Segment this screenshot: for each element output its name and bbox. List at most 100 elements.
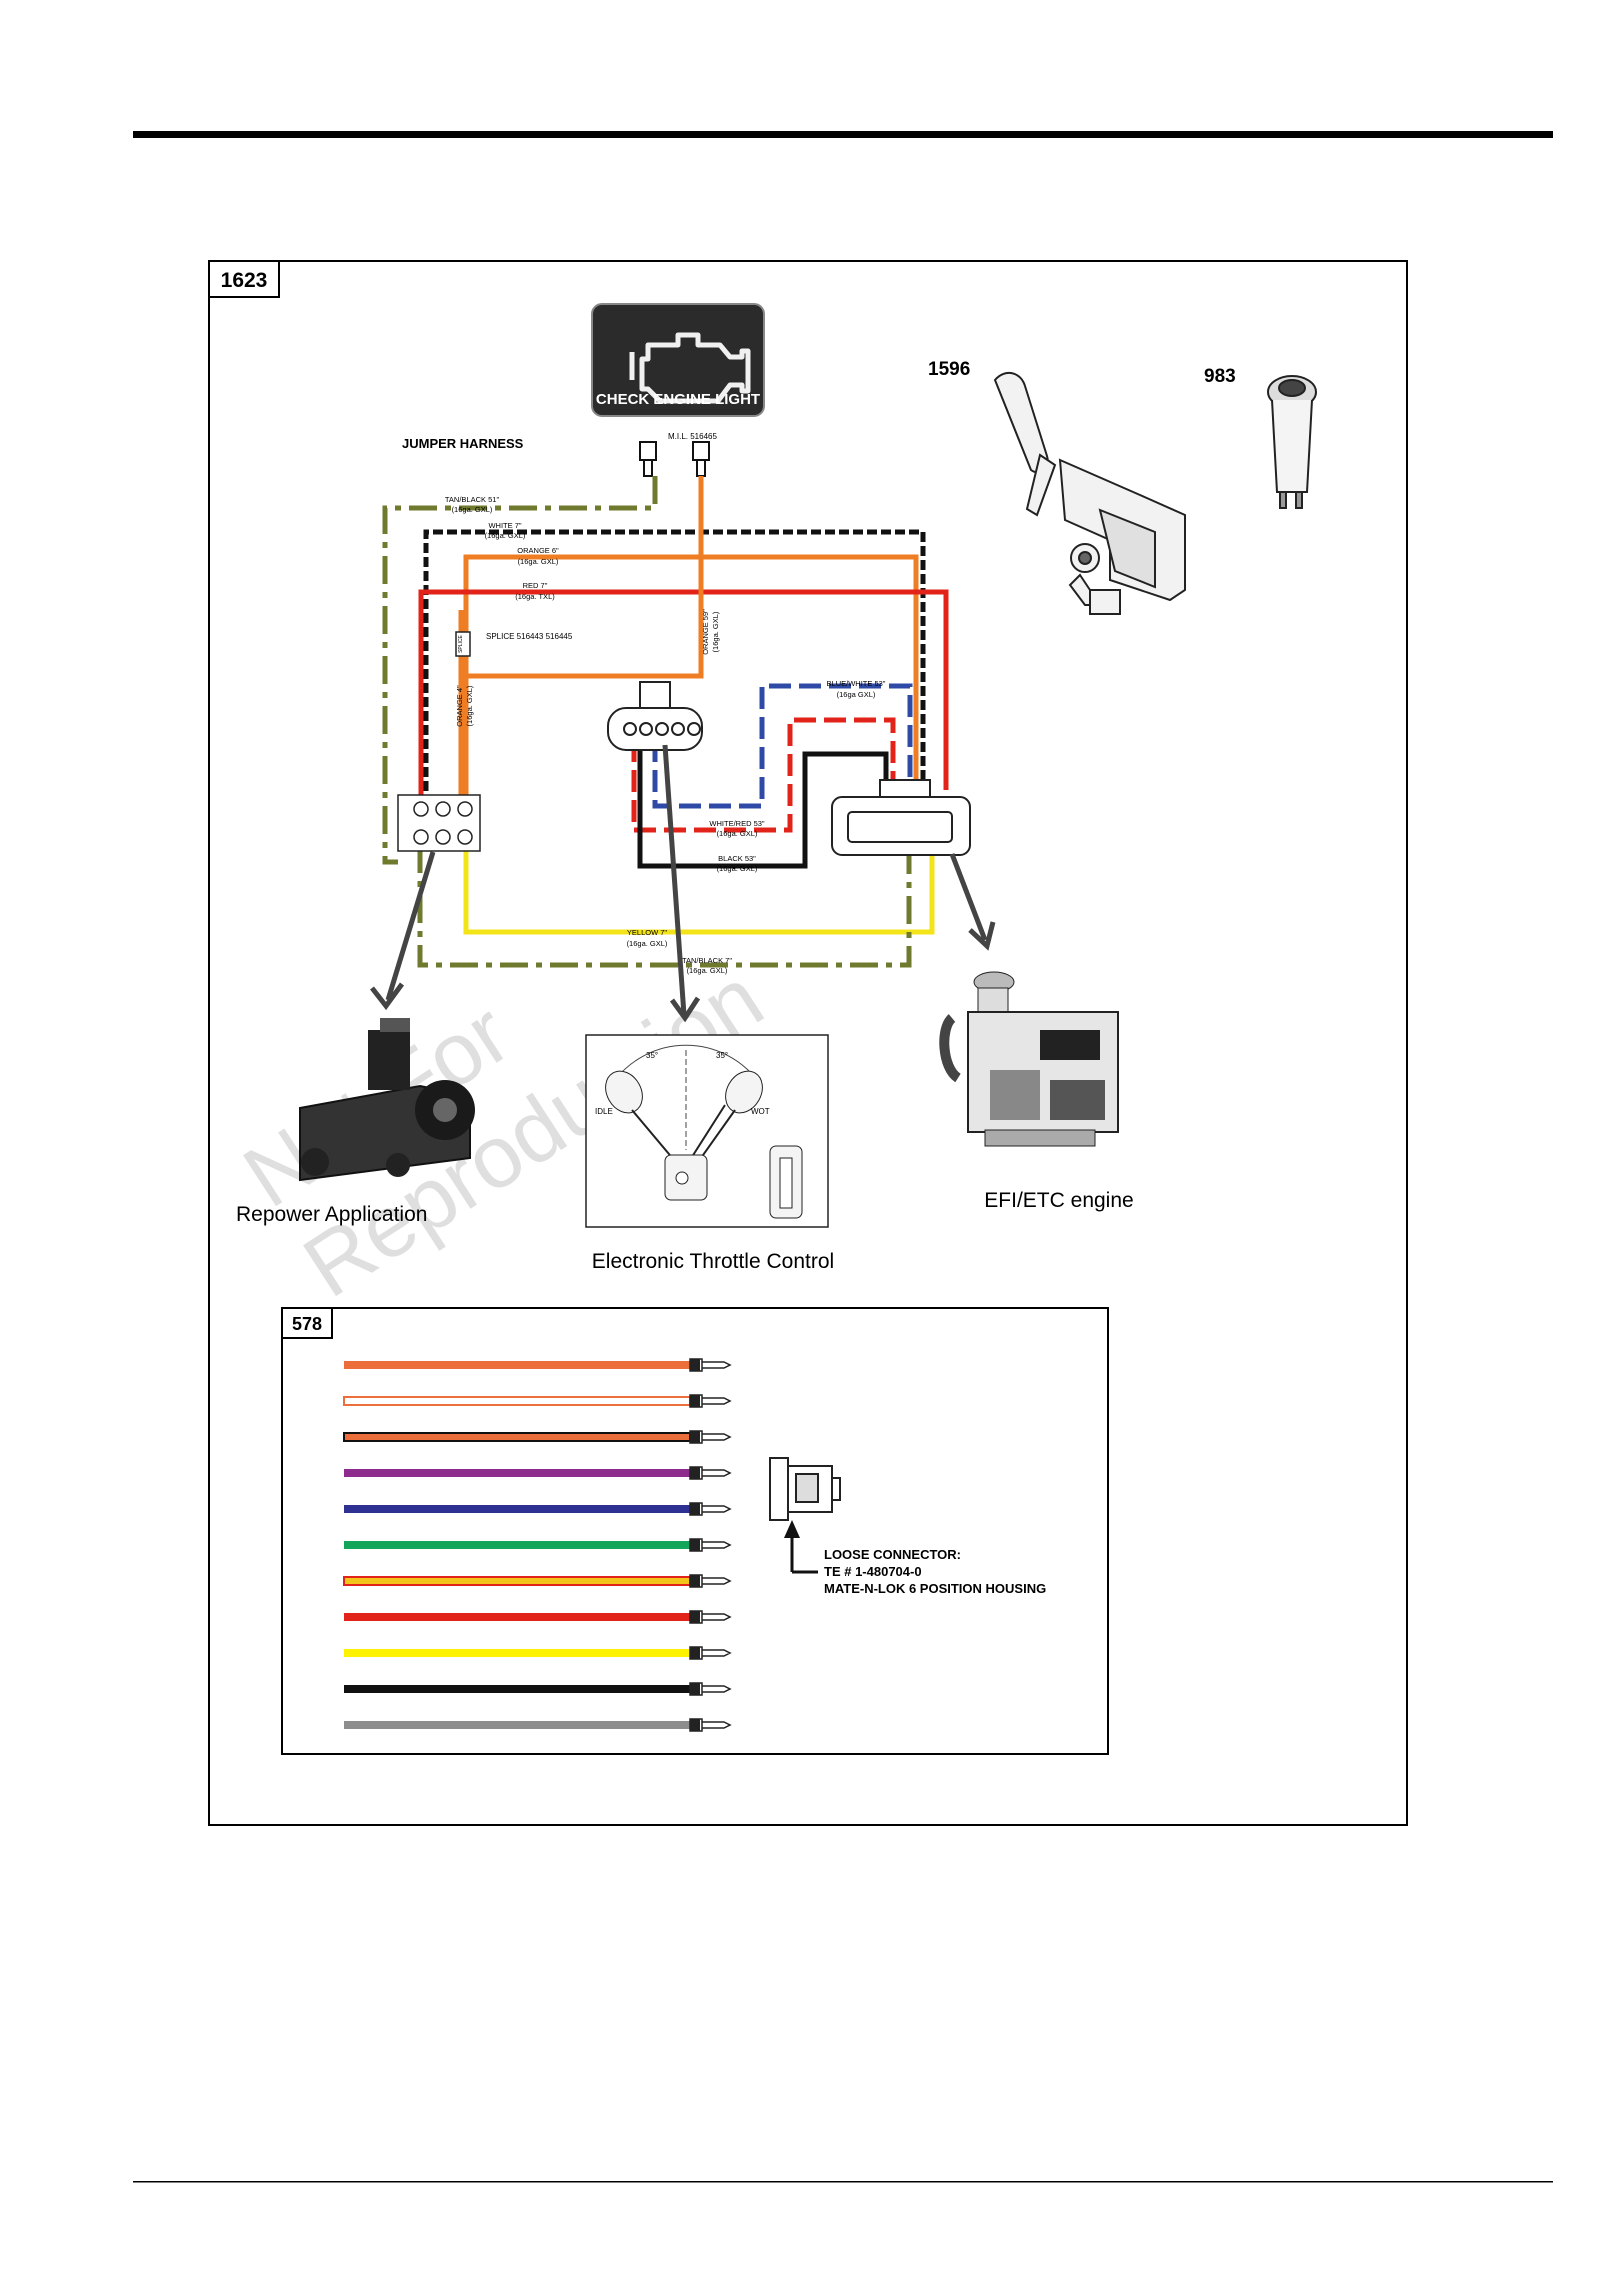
label-orange-59: ORANGE 59" bbox=[701, 609, 710, 655]
wire-list bbox=[343, 1358, 732, 1732]
mower-image bbox=[299, 1018, 475, 1182]
wire-crimp bbox=[690, 1647, 700, 1659]
splice-box bbox=[455, 631, 471, 657]
spec-black-53: (16ga. GXL) bbox=[717, 864, 758, 873]
wire-sample-body bbox=[344, 1469, 690, 1477]
wiring bbox=[382, 476, 949, 968]
splice-box-label: SPLICE bbox=[458, 634, 464, 652]
throttle-angle-right: 35° bbox=[716, 1051, 728, 1060]
wire-sample-body bbox=[344, 1361, 690, 1369]
arrow-head-throttle bbox=[669, 996, 701, 1023]
wire-crimp bbox=[690, 1611, 700, 1623]
wire-sample-body bbox=[344, 1505, 690, 1513]
wire-sample bbox=[344, 1718, 732, 1732]
wire-crimp bbox=[690, 1539, 700, 1551]
wire-sample bbox=[344, 1646, 732, 1660]
wire-red-7 bbox=[418, 589, 949, 800]
subfigure-id-box bbox=[281, 1307, 333, 1339]
repower-connector bbox=[397, 794, 481, 852]
throttle-connector bbox=[607, 681, 703, 751]
subfigure-id: 578 bbox=[292, 1314, 322, 1334]
label-tan-black-7: TAN/BLACK 7" bbox=[682, 956, 732, 965]
spec-tan-black-51: (16ga. GXL) bbox=[452, 505, 493, 514]
wire-sample-body bbox=[344, 1649, 690, 1657]
bottom-rule bbox=[133, 2181, 1553, 2183]
wire-sample bbox=[344, 1358, 732, 1372]
wire-sample-body bbox=[343, 1396, 691, 1406]
check-engine-light-text: CHECK ENGINE LIGHT bbox=[596, 391, 760, 408]
wire-crimp bbox=[690, 1359, 700, 1371]
pointer-arrows bbox=[370, 744, 996, 1023]
wire-sample bbox=[343, 1574, 732, 1588]
wire-sample bbox=[344, 1610, 732, 1624]
caption-engine: EFI/ETC engine bbox=[984, 1189, 1133, 1212]
figure-id-box bbox=[208, 260, 280, 298]
throttle-wot-label: WOT bbox=[751, 1107, 770, 1116]
label-white-7: WHITE 7" bbox=[488, 521, 521, 530]
arrow-head-engine bbox=[968, 921, 996, 951]
label-tan-black-51: TAN/BLACK 51" bbox=[445, 495, 500, 504]
arrow-to-engine bbox=[949, 853, 988, 941]
throttle-angle-left: 35° bbox=[646, 1051, 658, 1060]
label-blue-white-53: BLUE/WHITE 53" bbox=[827, 679, 886, 688]
wire-crimp bbox=[690, 1395, 700, 1407]
spec-yellow-7: (16ga. GXL) bbox=[627, 939, 668, 948]
spec-tan-black-7: (16ga. GXL) bbox=[687, 966, 728, 975]
loose-connector-label-2: TE # 1-480704-0 bbox=[824, 1564, 922, 1579]
mil-connectors bbox=[639, 441, 710, 477]
throttle-inset: 35° 35° IDLE WOT bbox=[585, 1034, 829, 1228]
label-yellow-7: YELLOW 7" bbox=[627, 928, 668, 937]
wire-crimp bbox=[690, 1719, 700, 1731]
caption-throttle: Electronic Throttle Control bbox=[592, 1250, 834, 1273]
arrow-head-repower bbox=[370, 982, 405, 1011]
wire-yellow-7 bbox=[463, 840, 935, 935]
mil-label: M.I.L. 516465 bbox=[668, 432, 717, 441]
jumper-harness-label: JUMPER HARNESS bbox=[402, 436, 524, 451]
engine-image bbox=[939, 971, 1119, 1147]
loose-connector-label-1: LOOSE CONNECTOR: bbox=[824, 1547, 961, 1562]
spec-blue-white-53: (16ga GXL) bbox=[837, 690, 876, 699]
part-id-983: 983 bbox=[1204, 366, 1236, 387]
splice-label: SPLICE 516443 516445 bbox=[486, 632, 573, 641]
loose-connector bbox=[769, 1457, 841, 1521]
part-id-1596: 1596 bbox=[928, 359, 970, 380]
spec-white-red-53: (16ga. GXL) bbox=[717, 829, 758, 838]
spec-white-7: (16ga. GXL) bbox=[485, 531, 526, 540]
spec-orange-4: (16ga. GXL) bbox=[465, 685, 474, 726]
wire-sample bbox=[344, 1466, 732, 1480]
wire-sample-body bbox=[343, 1576, 691, 1586]
wire-white-red-53 bbox=[631, 717, 896, 833]
wire-sample-body bbox=[343, 1432, 691, 1442]
subfigure-frame bbox=[281, 1307, 1109, 1755]
figure-id: 1623 bbox=[221, 269, 268, 292]
loose-connector-arrow bbox=[784, 1520, 818, 1574]
wire-blue-white-53 bbox=[652, 683, 913, 809]
spec-orange-6: (16ga. GXL) bbox=[518, 557, 559, 566]
spec-red-7: (16ga. TXL) bbox=[515, 592, 555, 601]
caption-repower: Repower Application bbox=[236, 1203, 427, 1226]
wire-sample bbox=[343, 1394, 732, 1408]
wire-crimp bbox=[690, 1467, 700, 1479]
throttle-lever-part bbox=[993, 371, 1186, 615]
label-black-53: BLACK 53" bbox=[718, 854, 756, 863]
top-rule bbox=[133, 131, 1553, 138]
wire-crimp bbox=[690, 1503, 700, 1515]
engine-icon bbox=[629, 332, 751, 404]
wire-black-53 bbox=[637, 740, 889, 869]
label-red-7: RED 7" bbox=[523, 581, 548, 590]
loose-connector-label-3: MATE-N-LOK 6 POSITION HOUSING bbox=[824, 1581, 1046, 1596]
throttle-idle-label: IDLE bbox=[595, 1107, 613, 1116]
label-orange-6: ORANGE 6" bbox=[517, 546, 559, 555]
wire-crimp bbox=[690, 1683, 700, 1695]
arrow-to-repower bbox=[385, 851, 436, 1001]
engine-connector bbox=[831, 779, 971, 856]
wire-orange-59 bbox=[466, 476, 704, 679]
label-orange-4: ORANGE 4" bbox=[455, 685, 464, 727]
wire-sample bbox=[344, 1682, 732, 1696]
spec-orange-59: (16ga. GXL) bbox=[711, 611, 720, 652]
wire-labels: TAN/BLACK 51" (16ga. GXL) WHITE 7" (16ga… bbox=[445, 495, 886, 975]
wire-tan-black-51 bbox=[382, 476, 658, 865]
figure-frame bbox=[208, 260, 1408, 1826]
check-engine-light: CHECK ENGINE LIGHT bbox=[591, 303, 765, 417]
